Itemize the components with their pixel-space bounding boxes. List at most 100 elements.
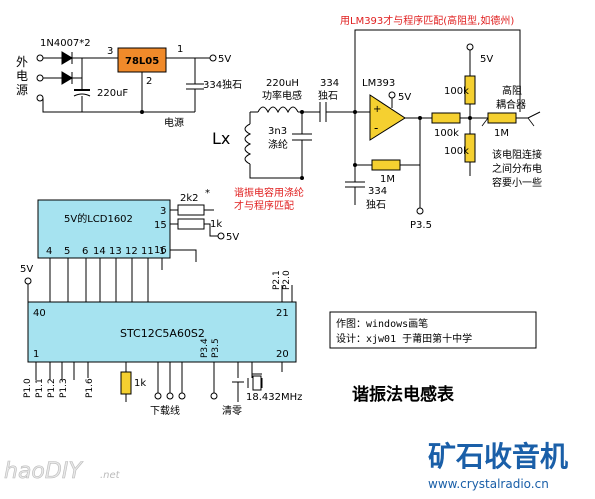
lcd-5v-terminal	[217, 232, 225, 240]
resistor-1m-feedback	[371, 159, 401, 171]
mcu-pin21: 21	[276, 308, 289, 319]
comparator-minus: -	[374, 121, 378, 135]
power-pin2: 2	[146, 76, 152, 87]
resistor-100k-mid	[431, 112, 461, 124]
mcu-p1-1: P1.1	[35, 378, 45, 398]
brand-left: haoDIY .net	[4, 459, 121, 485]
comparator-vcc-label: 5V	[398, 92, 411, 103]
series-cap-value: 334	[320, 78, 339, 89]
p3-5-terminal	[416, 207, 424, 215]
power-pin1: 1	[177, 44, 183, 55]
download-label: 下载线	[150, 404, 180, 417]
lcd-pin-6: 6	[82, 246, 88, 257]
lx-inductor-icon	[244, 123, 252, 165]
r-bot-label: 100k	[444, 146, 469, 157]
power-input-char-3: 源	[16, 83, 28, 97]
lcd-r-2k2: 2k2	[180, 193, 199, 204]
ground-cap-type: 独石	[366, 198, 386, 211]
red-note-1: 谐振电容用涤纶	[234, 186, 304, 199]
brand-right-cn: 矿石收音机	[428, 440, 568, 473]
download-terminal-1	[154, 392, 162, 400]
mcu-label: STC12C5A60S2	[120, 327, 205, 340]
power-input-terminal-2	[36, 74, 44, 82]
mcu-p3-4: P3.4	[200, 338, 210, 358]
tank-cap-type: 涤纶	[268, 138, 288, 151]
tank-cap-value: 3n3	[268, 126, 287, 137]
lcd-r-1k: 1k	[210, 219, 222, 230]
diode-2-icon	[61, 71, 73, 85]
lcd-pin-13: 13	[109, 246, 122, 257]
mcu-stc12c5a60s2	[27, 301, 297, 363]
inductor-name: 功率电感	[262, 89, 302, 102]
lcd-r-star: *	[205, 188, 210, 199]
lcd-pin-5: 5	[64, 246, 70, 257]
clear-label: 清零	[222, 404, 242, 417]
mcu-pin20: 20	[276, 349, 289, 360]
brand-right: 矿石收音机 www.crystalradio.cn	[428, 440, 568, 491]
mcu-5v-label: 5V	[20, 264, 33, 275]
mcu-p1-3: P1.3	[59, 378, 69, 398]
download-terminal-2	[166, 392, 174, 400]
mcu-pin1: 1	[33, 349, 39, 360]
ground-cap-value: 334	[368, 186, 387, 197]
r-out-label: 1M	[494, 128, 509, 139]
crystal-icon	[252, 375, 262, 391]
p3-5-mcu-terminal	[210, 392, 218, 400]
lcd-1602-module	[37, 199, 171, 259]
resistor-1k-mcu	[120, 371, 132, 395]
resistor-1k-backlight	[177, 218, 205, 230]
r-mid-label: 100k	[434, 128, 459, 139]
lcd-pin16: 16	[154, 245, 167, 256]
power-input-char-1: 外	[16, 55, 28, 69]
resistor-1m-output	[487, 112, 517, 124]
crystal-label: 18.432MHz	[246, 392, 302, 403]
note-line-1: 该电阻连接	[492, 148, 542, 161]
comparator-label: LM393	[362, 78, 395, 89]
mcu-pin40: 40	[33, 308, 46, 319]
note-line-2: 之间分布电	[492, 162, 542, 175]
lcd-pin-14: 14	[93, 246, 106, 257]
p35-label: P3.5	[410, 220, 432, 231]
mcu-p3-5: P3.5	[211, 338, 221, 358]
power-input-char-2: 电	[16, 69, 28, 83]
mcu-p1-2: P1.2	[47, 378, 57, 398]
power-supply-section	[36, 47, 217, 114]
red-note-2: 才与程序匹配	[234, 199, 294, 212]
power-input-terminal-1	[36, 54, 44, 62]
feedback-r-label: 1M	[380, 174, 395, 185]
power-caption: 电源	[164, 116, 184, 129]
lcd-pin-1: 1	[159, 246, 165, 257]
osc-top-note: 用LM393才与程序匹配(高阻型,如德州)	[340, 14, 514, 27]
power-pin3: 3	[107, 46, 113, 57]
note-line-3: 容要小一些	[492, 176, 542, 189]
download-terminal-3	[178, 392, 186, 400]
lx-label: Lx	[212, 129, 230, 148]
series-cap-type: 独石	[318, 89, 338, 102]
page-title: 谐振法电感表	[352, 384, 455, 405]
hi-z-label-2: 耦合器	[496, 98, 526, 111]
credits-box	[329, 311, 537, 349]
resistor-2k2	[177, 204, 205, 216]
r-top-label: 100k	[444, 86, 469, 97]
lcd-pin3: 3	[160, 206, 166, 217]
power-cap1-label: 220uF	[97, 88, 128, 99]
brand-left-suffix: .net	[100, 470, 121, 481]
credits-line-2: 设计：xjw01 于莆田第十中学	[336, 332, 472, 345]
brand-left-text: haoDIY	[4, 459, 83, 484]
lcd-pin15: 15	[154, 220, 167, 231]
divider-vcc-label: 5V	[480, 54, 493, 65]
comparator-lm393	[369, 94, 406, 141]
lcd-section	[37, 199, 225, 302]
lcd-label: 5V的LCD1602	[64, 212, 133, 225]
power-cap2-label: 334独石	[203, 78, 242, 91]
brand-right-url: www.crystalradio.cn	[428, 477, 549, 491]
lcd-5v-label: 5V	[226, 232, 239, 243]
mcu-5v-terminal	[24, 277, 32, 285]
power-5v-label: 5V	[218, 54, 231, 65]
comparator-plus: +	[373, 104, 381, 115]
lcd-pin-4: 4	[46, 246, 52, 257]
oscillator-section	[244, 29, 541, 215]
lcd-pin-11: 11	[141, 246, 154, 257]
mcu-p2-0: P2.0	[282, 270, 292, 290]
